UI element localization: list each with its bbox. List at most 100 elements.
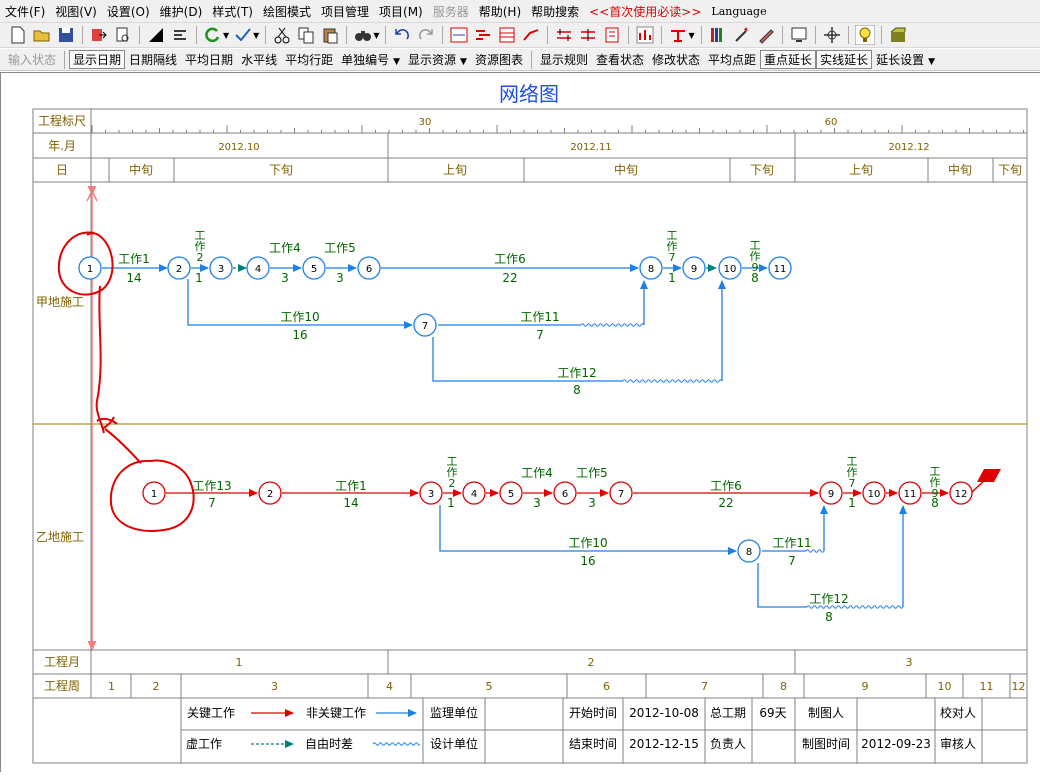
toolbar-button[interactable]: 平均日期 <box>181 50 237 69</box>
menu-item[interactable]: 帮助搜索 <box>531 4 580 19</box>
node-merge-icon[interactable] <box>578 25 598 45</box>
node-5[interactable] <box>499 481 523 505</box>
toolbar-button[interactable]: 平均行距 <box>281 50 337 69</box>
toolbar-button[interactable]: 日期隔线 <box>125 50 181 69</box>
activity-duration: 1 <box>668 271 676 285</box>
node-6[interactable] <box>357 256 381 280</box>
toolbar-button[interactable]: 输入状态 <box>4 50 60 69</box>
toolbar-button[interactable]: 查看状态 <box>592 50 648 69</box>
node-8[interactable] <box>639 256 663 280</box>
menu-item[interactable]: 样式(T) <box>212 4 253 19</box>
copy-icon[interactable] <box>296 25 316 45</box>
node-12[interactable] <box>949 481 973 505</box>
node-2[interactable] <box>258 481 282 505</box>
toolbar-button[interactable]: 水平线 <box>237 50 281 69</box>
open-folder-icon[interactable] <box>32 25 52 45</box>
cut-icon[interactable] <box>272 25 292 45</box>
node-1[interactable] <box>142 481 166 505</box>
network-icon[interactable] <box>449 25 469 45</box>
node-11[interactable] <box>768 256 792 280</box>
toolbar-button[interactable]: 实线延长 <box>816 50 873 69</box>
node-11[interactable] <box>898 481 922 505</box>
menu-item[interactable]: 服务器 <box>432 4 469 19</box>
dropdown-arrow-icon[interactable]: ▼ <box>688 30 695 40</box>
export-icon[interactable] <box>89 25 109 45</box>
toolbar-button[interactable]: 资源图表 <box>471 50 527 69</box>
binoculars-icon[interactable] <box>353 25 373 45</box>
line-icon[interactable] <box>521 25 541 45</box>
start-time-value: 2012-10-08 <box>629 706 699 720</box>
node-3[interactable] <box>419 481 443 505</box>
dropdown-arrow-icon[interactable]: ▼ <box>373 30 380 40</box>
new-file-icon[interactable] <box>8 25 28 45</box>
month-2012-12: 2012.12 <box>888 142 929 153</box>
table-icon[interactable] <box>497 25 517 45</box>
menu-item[interactable]: 维护(D) <box>159 4 203 19</box>
node-4[interactable] <box>462 481 486 505</box>
toolbar-button[interactable]: 单独编号▼ <box>337 50 404 69</box>
menu-item[interactable]: <<首次使用必读>> <box>589 4 702 19</box>
monitor-icon[interactable] <box>789 25 809 45</box>
toolbar-button-label: 日期隔线 <box>129 53 178 67</box>
diagram-canvas[interactable]: 网络图 工程标尺 年.月 日 30 60 2012.10 2012.11 201… <box>0 72 1040 772</box>
redo-icon[interactable] <box>416 25 436 45</box>
paste-icon[interactable] <box>320 25 340 45</box>
toolbar-button[interactable]: 修改状态 <box>648 50 704 69</box>
node-1[interactable] <box>78 256 102 280</box>
dropdown-arrow-icon[interactable]: ▼ <box>253 30 260 40</box>
bulb-icon[interactable] <box>854 25 875 45</box>
dropdown-arrow-icon[interactable]: ▼ <box>223 30 230 40</box>
node-7[interactable] <box>413 313 437 337</box>
node-9[interactable] <box>819 481 843 505</box>
node-10[interactable] <box>862 481 886 505</box>
node-4[interactable] <box>246 256 270 280</box>
print-preview-icon[interactable] <box>113 25 133 45</box>
network-diagram[interactable]: 网络图 工程标尺 年.月 日 30 60 2012.10 2012.11 201… <box>1 73 1040 773</box>
scale-icon[interactable] <box>668 25 688 45</box>
day-cell: 中旬 <box>129 162 153 177</box>
toolbar-separator <box>781 26 783 44</box>
toolbar-button[interactable]: 延长设置▼ <box>872 50 939 69</box>
undo-icon[interactable] <box>392 25 412 45</box>
menu-item[interactable]: 视图(V) <box>55 4 97 19</box>
save-icon[interactable] <box>56 25 76 45</box>
menu-item[interactable]: Language <box>711 4 767 18</box>
menu-item[interactable]: 项目管理 <box>321 4 370 19</box>
node-3[interactable] <box>209 256 233 280</box>
node-5[interactable] <box>302 256 326 280</box>
triangle-icon[interactable] <box>146 25 166 45</box>
node-split-icon[interactable] <box>554 25 574 45</box>
node-8[interactable] <box>737 539 761 563</box>
menu-item[interactable]: 设置(O) <box>106 4 150 19</box>
toolbar-button[interactable]: 显示日期 <box>69 50 126 69</box>
node-2[interactable] <box>167 256 191 280</box>
toolbar-button[interactable]: 重点延长 <box>760 50 817 69</box>
node-label: 10 <box>868 489 881 500</box>
toolbar-button-label: 平均日期 <box>185 53 234 67</box>
node-label: 10 <box>724 264 737 275</box>
node-10[interactable] <box>718 256 742 280</box>
crosshair-icon[interactable] <box>822 25 842 45</box>
gantt-icon[interactable] <box>473 25 493 45</box>
toolbar-button[interactable]: 平均点距 <box>704 50 760 69</box>
menu-item[interactable]: 文件(F) <box>5 4 46 19</box>
wand-icon[interactable] <box>732 25 752 45</box>
menu-item[interactable]: 项目(M) <box>379 4 423 19</box>
chart-icon[interactable] <box>635 25 655 45</box>
menu-item[interactable]: 帮助(H) <box>478 4 522 19</box>
align-icon[interactable] <box>170 25 190 45</box>
node-9[interactable] <box>682 256 706 280</box>
package-icon[interactable] <box>888 25 908 45</box>
check-icon[interactable] <box>233 25 253 45</box>
pen-icon[interactable] <box>756 25 776 45</box>
tree-icon[interactable] <box>602 25 622 45</box>
toolbar-button[interactable]: 显示资源▼ <box>404 50 471 69</box>
books-icon[interactable] <box>708 25 728 45</box>
refresh-icon[interactable] <box>203 25 223 45</box>
node-7[interactable] <box>609 481 633 505</box>
menu-item[interactable]: 绘图模式 <box>262 4 311 19</box>
node-6[interactable] <box>553 481 577 505</box>
toolbar-button[interactable]: 显示规则 <box>536 50 592 69</box>
node-label: 5 <box>508 489 514 500</box>
